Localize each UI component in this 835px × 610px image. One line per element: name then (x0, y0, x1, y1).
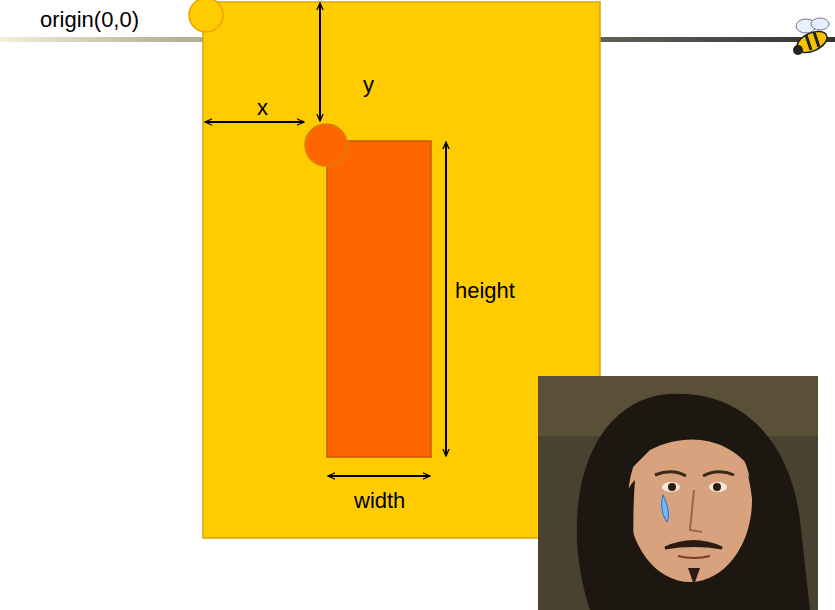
inner-rectangle (327, 141, 431, 457)
width-dimension (328, 475, 430, 477)
corner-marker (305, 124, 347, 166)
dimension-label: width (354, 490, 405, 512)
origin-marker (189, 0, 223, 32)
origin-label: origin(0,0) (40, 9, 139, 31)
dimension-label: x (257, 97, 268, 119)
x-dimension (205, 121, 304, 123)
bee-logo (793, 18, 830, 57)
portrait-picture (538, 376, 818, 610)
y-dimension (319, 3, 321, 121)
dimension-label: height (455, 280, 515, 302)
height-dimension (445, 142, 447, 456)
dimension-label: y (363, 74, 374, 96)
